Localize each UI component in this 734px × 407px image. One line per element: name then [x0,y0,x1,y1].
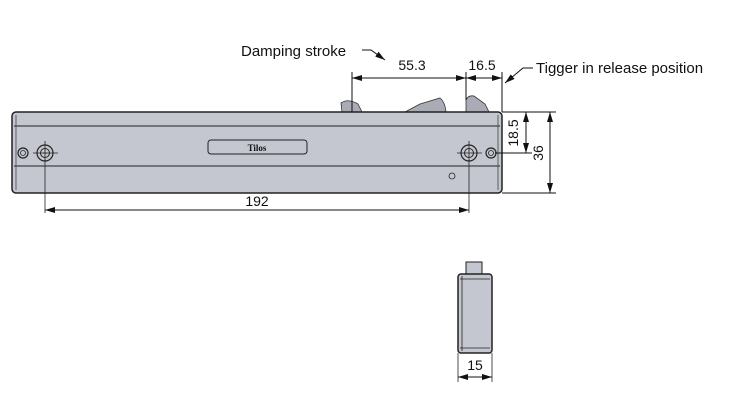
dim-depth: 15 [467,357,483,373]
dim-damping: 55.3 [398,57,425,73]
logo-plate: Tilos [207,139,308,155]
damping-stroke-label: Damping stroke [241,43,346,60]
center-lines [33,141,482,213]
logo-text: Tilos [248,143,267,153]
trigger-label: Tigger in release position [536,60,703,77]
dim-height: 36 [530,145,546,161]
top-dimensions [351,49,533,112]
dim-trigger-offset: 16.5 [468,57,495,73]
right-dimensions [495,111,556,194]
dim-half-height: 18.5 [505,119,521,146]
dim-hole-spacing: 192 [245,193,269,209]
side-view [457,261,493,382]
damper-levers [340,95,490,113]
